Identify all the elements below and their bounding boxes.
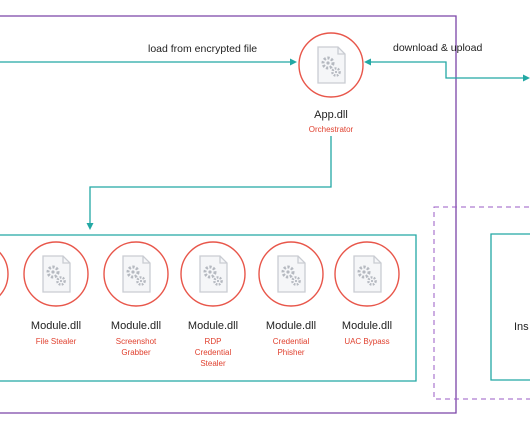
arrowhead-download-upload (523, 74, 530, 82)
dashed-container-border (433, 206, 530, 400)
module-role: Credential (273, 337, 310, 346)
arrowhead-load (290, 58, 297, 66)
gear-file-icon (316, 45, 347, 85)
edge-label-download-upload: download & upload (393, 42, 482, 54)
gear-file-icon (41, 254, 72, 294)
orchestrator-node[interactable]: App.dll Orchestrator (298, 32, 364, 134)
module-node-file-stealer[interactable]: Module.dll File Stealer (23, 241, 89, 346)
module-node-rdp-credential-stealer[interactable]: Module.dll RDP Credential Stealer (180, 241, 246, 368)
module-role: Stealer (200, 359, 226, 368)
edge-label-load: load from encrypted file (148, 43, 257, 55)
module-name: Module.dll (188, 320, 238, 332)
module-role: Credential (195, 348, 232, 357)
partial-module-circle (0, 251, 9, 297)
orchestrator-name: App.dll (314, 109, 348, 121)
module-name: Module.dll (31, 320, 81, 332)
module-role: File Stealer (36, 337, 77, 346)
arrowhead-to-modules (86, 223, 94, 230)
module-role: Grabber (121, 348, 151, 357)
arrowhead-to-orchestrator (364, 58, 371, 66)
module-role: Phisher (277, 348, 304, 357)
module-role: RDP (205, 337, 222, 346)
module-node-credential-phisher[interactable]: Module.dll Credential Phisher (258, 241, 324, 357)
connector-to-modules (89, 136, 332, 224)
module-name: Module.dll (266, 320, 316, 332)
right-box-border (490, 233, 530, 381)
modules-container-border (0, 234, 417, 382)
module-node-uac-bypass[interactable]: Module.dll UAC Bypass (334, 241, 400, 346)
module-name: Module.dll (342, 320, 392, 332)
module-name: Module.dll (111, 320, 161, 332)
gear-file-icon (276, 254, 307, 294)
module-role: UAC Bypass (344, 337, 389, 346)
connector-download-upload (369, 61, 524, 79)
outer-container-border (0, 15, 457, 414)
module-role: Screenshot (116, 337, 157, 346)
right-box-partial-label: Ins (514, 321, 529, 333)
gear-file-icon (352, 254, 383, 294)
module-node-screenshot-grabber[interactable]: Module.dll Screenshot Grabber (103, 241, 169, 357)
gear-file-icon (198, 254, 229, 294)
gear-file-icon (121, 254, 152, 294)
orchestrator-role: Orchestrator (309, 125, 354, 134)
